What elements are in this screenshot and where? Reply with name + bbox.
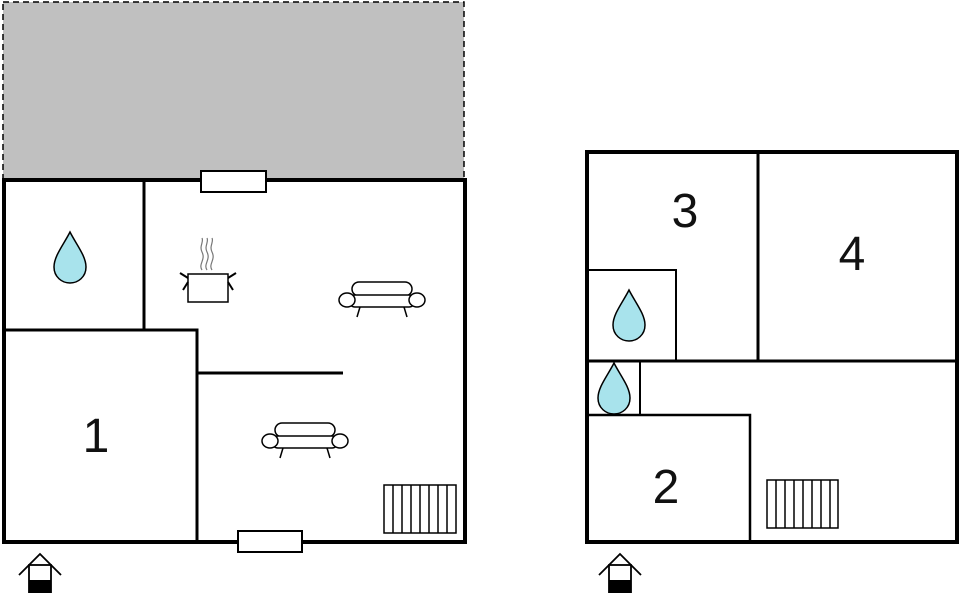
window-icon bbox=[200, 170, 267, 193]
room-number: 4 bbox=[839, 228, 866, 281]
upper-floor-outer-wall bbox=[585, 150, 959, 544]
ground-floor: 1 bbox=[2, 1, 467, 593]
room-number: 3 bbox=[672, 185, 699, 238]
room-number: 2 bbox=[653, 461, 680, 514]
wall bbox=[587, 413, 752, 542]
wall bbox=[587, 269, 677, 361]
ground-floor-outer-wall bbox=[2, 178, 467, 544]
room-number: 1 bbox=[83, 410, 110, 463]
entrance-icon bbox=[598, 553, 642, 593]
stairs-icon bbox=[766, 479, 839, 529]
window-icon bbox=[237, 530, 303, 553]
terrace bbox=[2, 1, 465, 181]
upper-floor: 2 3 4 bbox=[585, 150, 959, 593]
stairs-icon bbox=[383, 484, 457, 534]
entrance-icon bbox=[18, 553, 62, 593]
wall bbox=[4, 328, 199, 542]
